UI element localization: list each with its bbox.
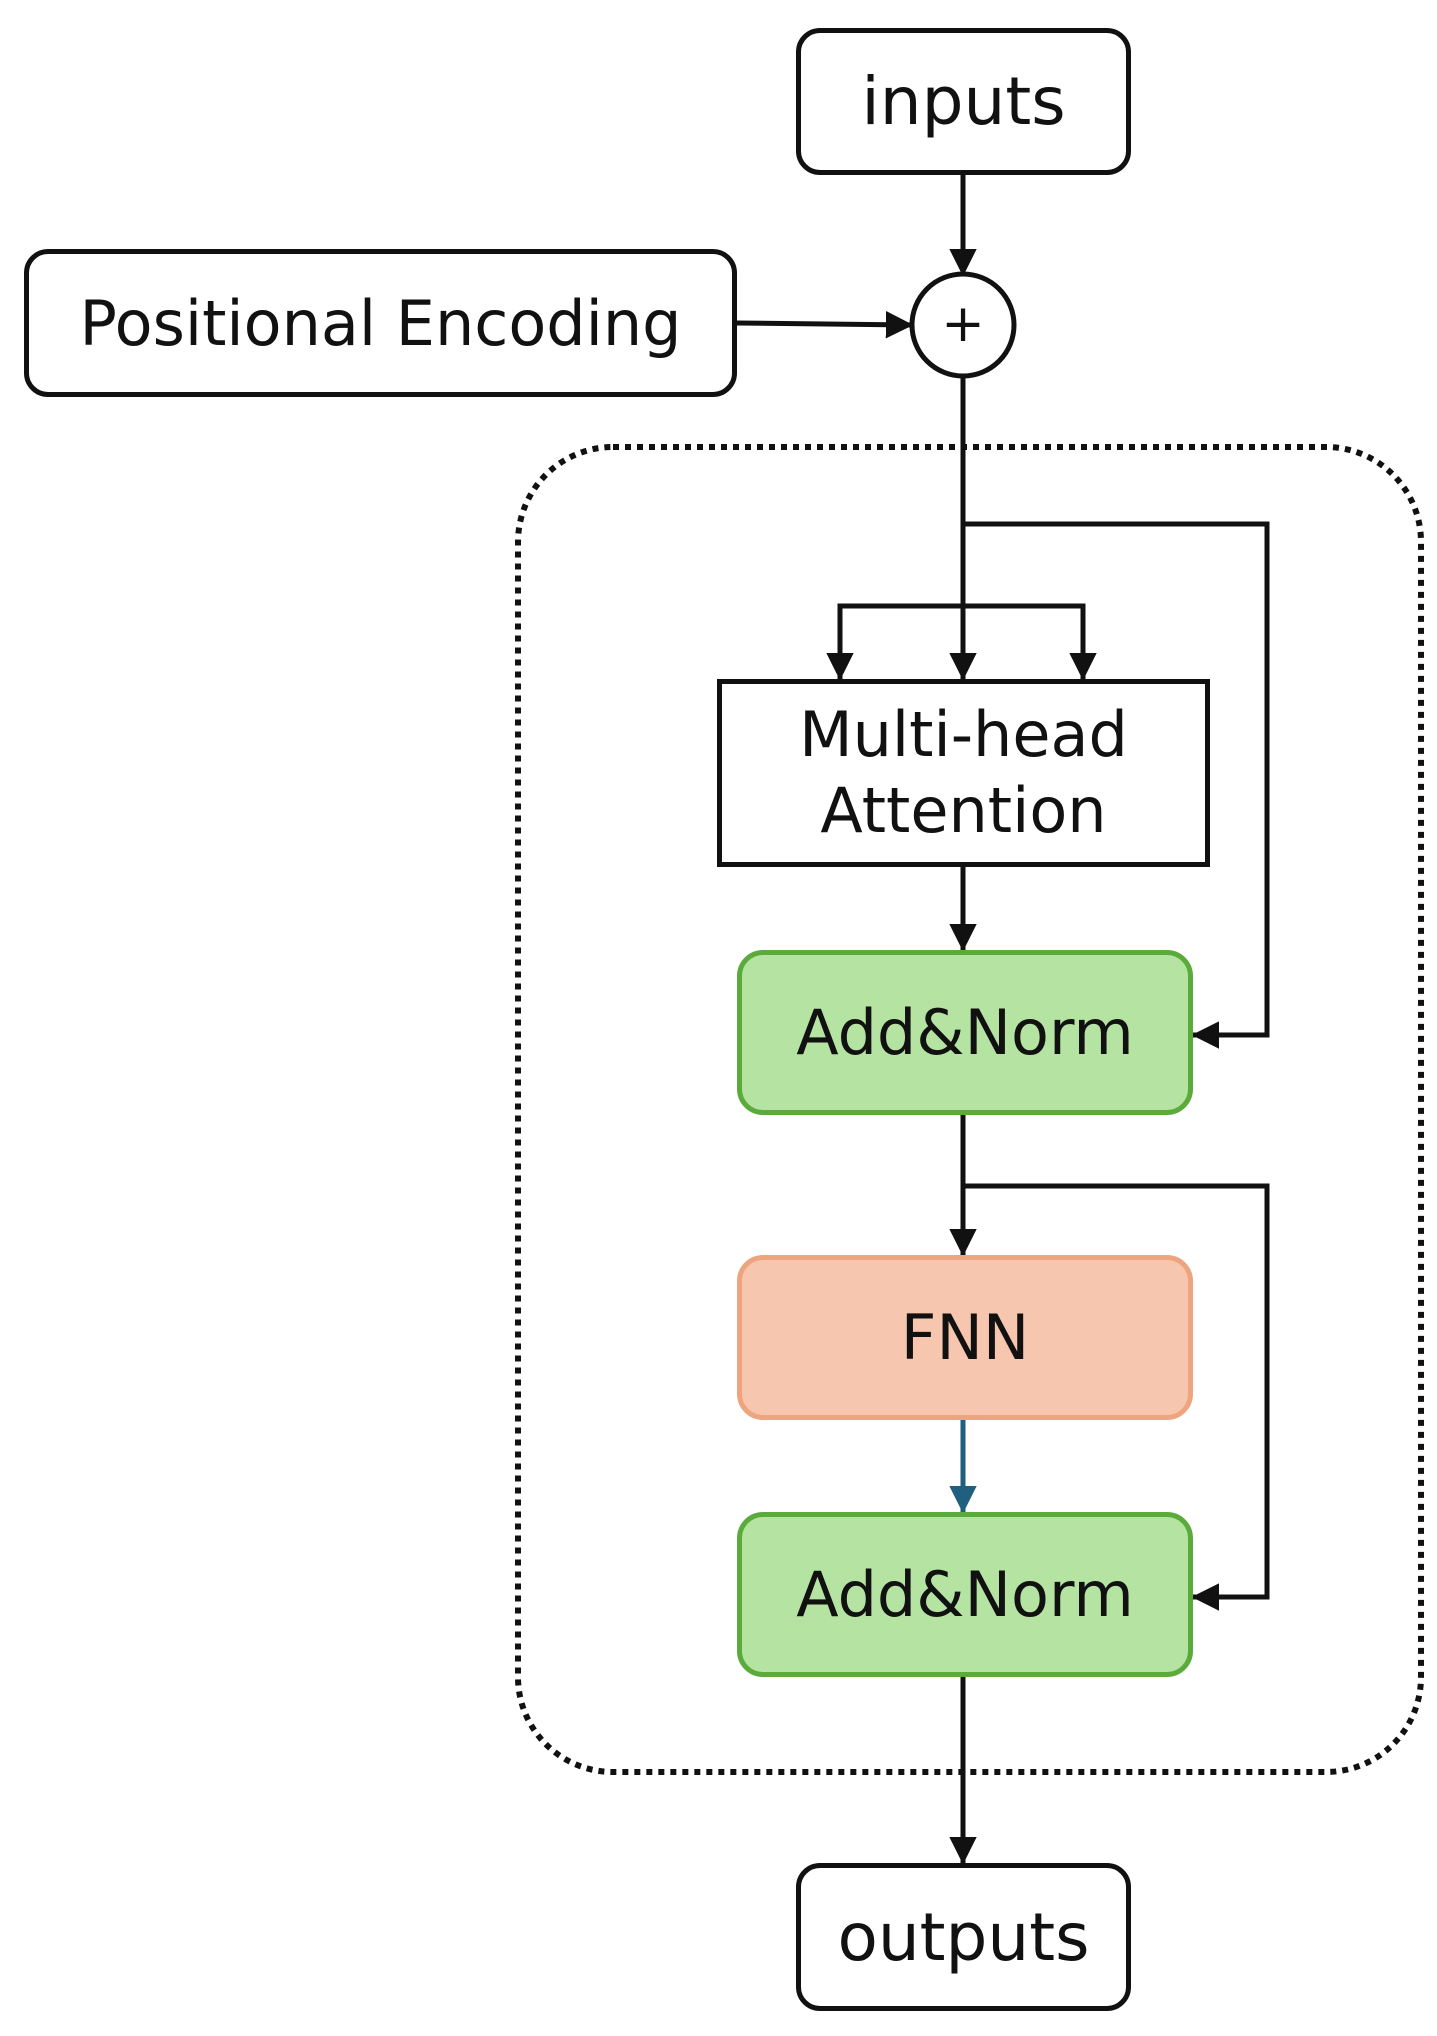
positional-encoding-label: Positional Encoding [79,286,682,360]
fnn-box: FNN [737,1255,1193,1420]
arrow-key-split [963,603,1097,681]
arrow-pe-to-add [736,310,914,339]
outputs-box: outputs [796,1863,1131,2011]
arrow-query-split [826,603,963,681]
residual-connection-2 [963,1183,1270,1611]
add-norm-box-2: Add&Norm [737,1512,1193,1677]
multi-head-attention-box: Multi-head Attention [717,679,1210,867]
residual-connection-1 [963,521,1270,1049]
encoder-block-border [515,444,1424,1775]
outputs-label: outputs [837,1898,1090,1976]
add-circle [909,271,1017,379]
add-norm-box-1: Add&Norm [737,950,1193,1115]
inputs-label: inputs [861,63,1066,140]
inputs-box: inputs [796,28,1131,175]
add-symbol: + [941,294,985,354]
fnn-label: FNN [900,1301,1030,1374]
add-norm-label-2: Add&Norm [796,1558,1134,1631]
multi-head-attention-label-line1: Multi-head [799,698,1128,772]
multi-head-attention-label-line2: Attention [820,774,1107,847]
add-norm-label-1: Add&Norm [796,996,1134,1069]
positional-encoding-box: Positional Encoding [24,249,737,397]
